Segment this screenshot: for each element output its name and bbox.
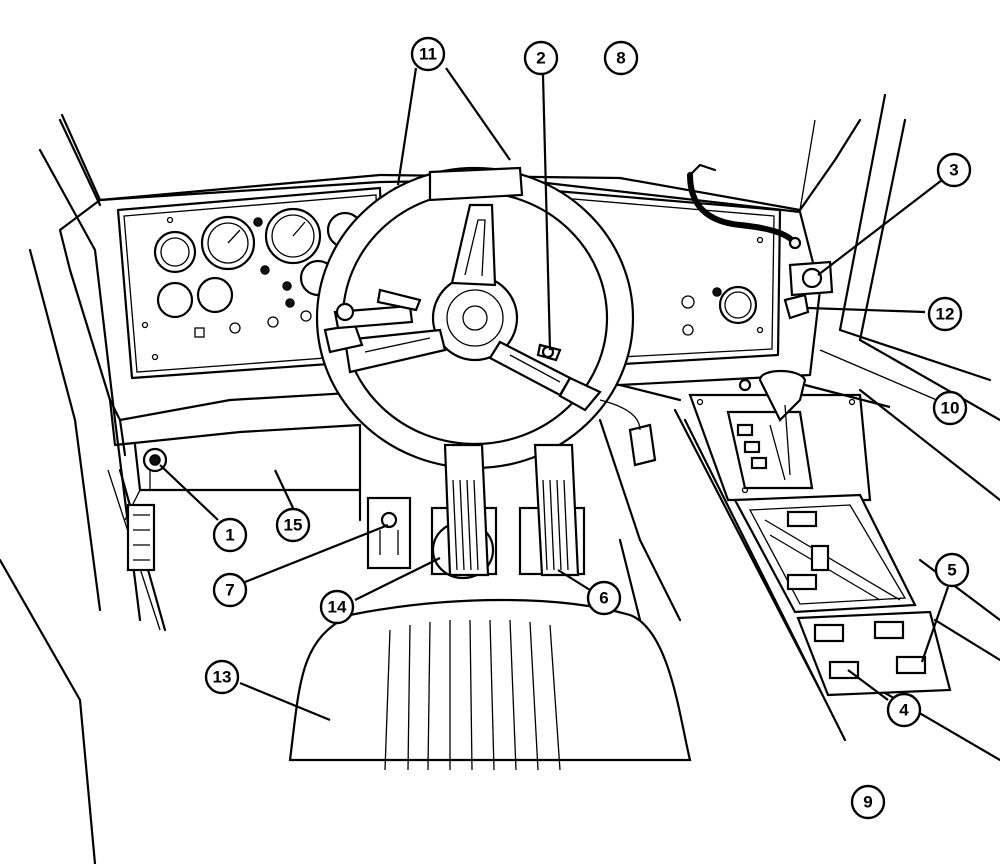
rotary-knob-icon bbox=[801, 267, 823, 289]
callout-5: 5 bbox=[934, 552, 970, 588]
indicator-lamp-icon bbox=[260, 265, 270, 275]
callout-13: 13 bbox=[204, 659, 240, 695]
callout-8: 8 bbox=[603, 40, 639, 76]
leader-lines bbox=[159, 67, 950, 722]
right-console bbox=[126, 370, 952, 697]
rocker-switch-icon bbox=[895, 655, 927, 675]
rocker-switch-icon bbox=[828, 660, 860, 680]
indicator-lamp-icon bbox=[285, 298, 295, 308]
seat-ribs bbox=[384, 619, 561, 771]
callout-6: 6 bbox=[586, 580, 622, 616]
svg-text:9: 9 bbox=[863, 793, 872, 812]
callout-2: 2 bbox=[523, 40, 559, 76]
indicator-lamp-icon bbox=[253, 217, 263, 227]
floor-switch-icon bbox=[380, 511, 398, 529]
svg-text:1: 1 bbox=[225, 526, 234, 545]
rocker-switch-icon bbox=[786, 573, 818, 591]
shifter-knob-icon bbox=[758, 370, 807, 422]
callout-3: 3 bbox=[936, 152, 972, 188]
svg-text:13: 13 bbox=[213, 668, 232, 687]
rocker-switch-icon bbox=[873, 620, 905, 640]
callout-11: 11 bbox=[410, 36, 446, 72]
gauge-icon bbox=[156, 281, 194, 319]
callout-10: 10 bbox=[932, 390, 968, 426]
svg-text:8: 8 bbox=[616, 49, 625, 68]
svg-text:4: 4 bbox=[899, 701, 909, 720]
callout-14: 14 bbox=[319, 589, 355, 625]
brake-pedal-ribs bbox=[452, 479, 479, 571]
svg-text:11: 11 bbox=[419, 45, 437, 64]
callout-9: 9 bbox=[850, 784, 886, 820]
gauge-icon bbox=[196, 276, 234, 314]
rocker-switch-icon bbox=[813, 623, 845, 643]
svg-text:2: 2 bbox=[536, 49, 545, 68]
svg-text:3: 3 bbox=[949, 161, 958, 180]
svg-text:7: 7 bbox=[225, 581, 234, 600]
floor-controls bbox=[142, 399, 657, 580]
svg-text:14: 14 bbox=[328, 598, 347, 617]
callout-1: 1 bbox=[212, 517, 248, 553]
cab-structure bbox=[0, 93, 1000, 864]
svg-text:6: 6 bbox=[599, 589, 608, 608]
vent-grille-icon bbox=[126, 503, 156, 572]
rocker-switch-icon bbox=[810, 544, 830, 572]
callout-12: 12 bbox=[927, 296, 963, 332]
column-lever bbox=[333, 288, 562, 362]
callout-7: 7 bbox=[212, 572, 248, 608]
svg-text:5: 5 bbox=[947, 561, 956, 580]
svg-text:15: 15 bbox=[284, 516, 303, 535]
rocker-switch-icon bbox=[786, 510, 818, 528]
svg-text:10: 10 bbox=[941, 399, 960, 418]
right-fixtures bbox=[783, 260, 834, 320]
accelerator-pedal-ribs bbox=[542, 479, 569, 571]
driver-seat bbox=[288, 598, 692, 771]
indicator-lamp-icon bbox=[712, 287, 722, 297]
callout-15: 15 bbox=[275, 507, 311, 543]
svg-text:12: 12 bbox=[936, 305, 955, 324]
callout-4: 4 bbox=[886, 692, 922, 728]
cable-harness bbox=[687, 163, 802, 250]
indicator-lamp-icon bbox=[282, 281, 292, 291]
